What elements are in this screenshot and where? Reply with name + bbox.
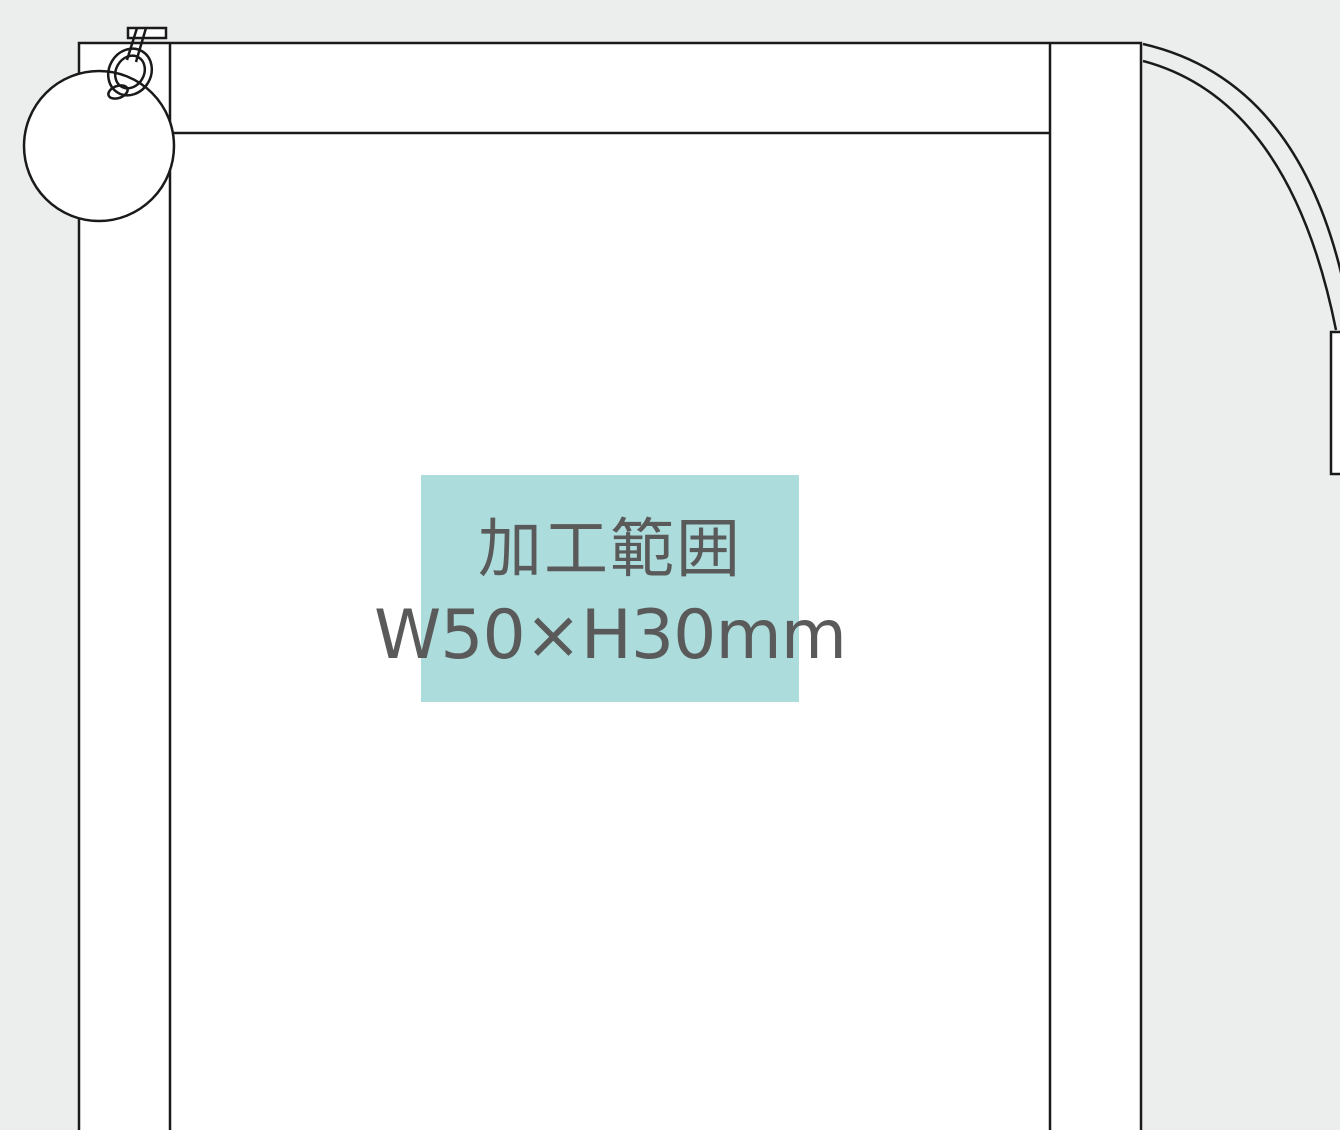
print-area-title: 加工範囲 xyxy=(478,513,742,587)
carry-strap-icon xyxy=(1142,42,1340,476)
print-area-size: W50×H30mm xyxy=(374,596,847,675)
print-area-label: 加工範囲 W50×H30mm xyxy=(340,505,880,677)
print-area xyxy=(421,475,799,702)
split-ring-icon xyxy=(106,26,168,100)
charm-tag-icon xyxy=(22,69,176,223)
